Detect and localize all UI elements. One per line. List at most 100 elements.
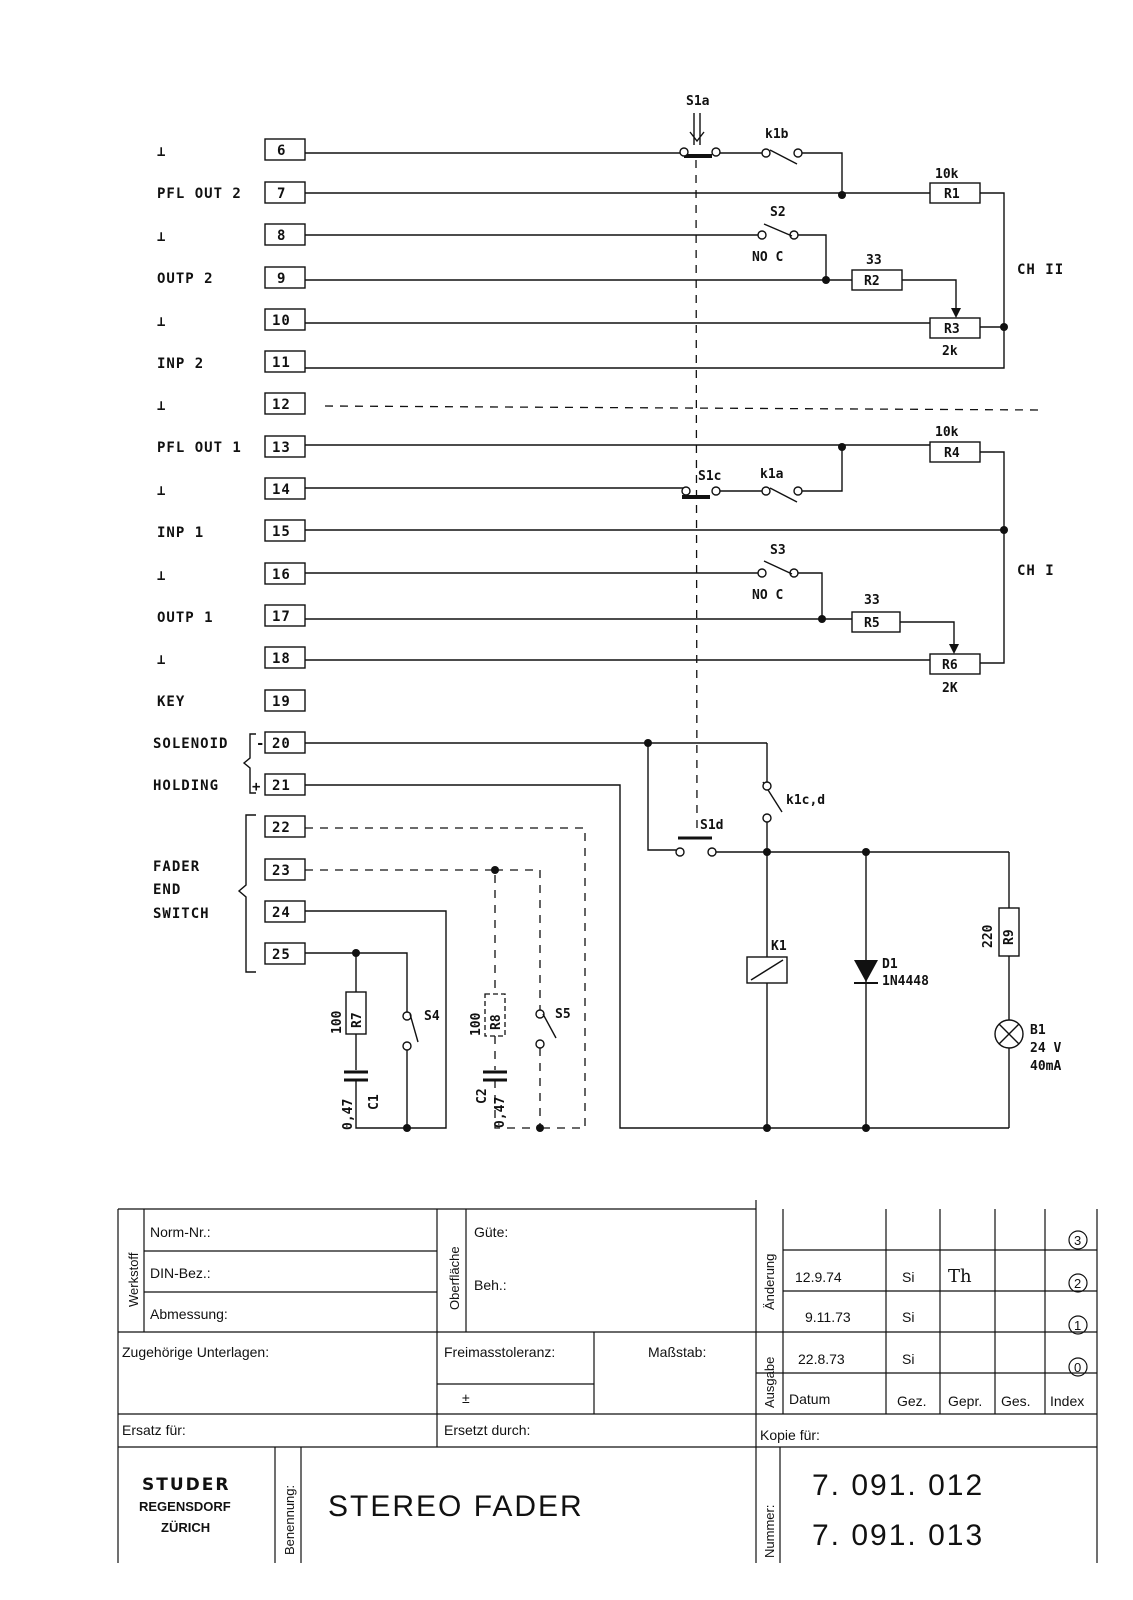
aenderung-label: Änderung (762, 1254, 777, 1310)
ersetzt-durch-label: Ersetzt durch: (444, 1422, 530, 1438)
r8-label: R8 (489, 1014, 504, 1030)
fader-brace (237, 814, 256, 973)
norm-label: Norm-Nr.: (150, 1224, 211, 1240)
terminal-label-7: PFL OUT 2 (157, 186, 242, 202)
s3-nc-label: NO C (752, 588, 783, 603)
terminal-num-15: 15 (272, 524, 291, 540)
r7-value: 100 (330, 1010, 345, 1034)
terminal-label-8: ⊥ (157, 229, 166, 245)
rev-0-gez: Si (902, 1351, 914, 1367)
k1-label: K1 (771, 939, 787, 954)
b1-current: 40mA (1030, 1059, 1061, 1074)
mechanical-link (695, 159, 698, 836)
fader-label-2: END (153, 882, 181, 898)
company-logo: STUDER (142, 1475, 230, 1495)
rev-2-gepr: Th (948, 1266, 972, 1287)
s4-label: S4 (424, 1009, 440, 1024)
ersatz-fuer-label: Ersatz für: (122, 1422, 186, 1438)
rev-0-index: 0 (1074, 1360, 1081, 1375)
company-city-1: REGENSDORF (139, 1499, 231, 1514)
terminal-num-9: 9 (277, 271, 286, 287)
k1cd-label: k1c,d (786, 793, 825, 808)
minus-sign: - (256, 736, 265, 752)
zugehoerige-label: Zugehörige Unterlagen: (122, 1344, 269, 1360)
terminal-strip: ⊥ PFL OUT 2 ⊥ OUTP 2 ⊥ INP 2 ⊥ PFL OUT 1… (153, 138, 306, 973)
freimass-label: Freimasstoleranz: (444, 1344, 555, 1360)
rev-2-date: 12.9.74 (795, 1269, 842, 1285)
terminal-num-13: 13 (272, 440, 291, 456)
werkstoff-label: Werkstoff (126, 1252, 141, 1307)
terminal-num-14: 14 (272, 482, 291, 498)
drawing-number-2: 7. 091. 013 (812, 1519, 984, 1552)
terminal-num-19: 19 (272, 694, 291, 710)
c2-value: 0,47 (493, 1097, 508, 1128)
title-block: Werkstoff Norm-Nr.: DIN-Bez.: Abmessung:… (117, 1200, 1098, 1563)
rev-1-date: 9.11.73 (805, 1309, 851, 1325)
plusminus-label: ± (462, 1390, 470, 1406)
guete-label: Güte: (474, 1224, 508, 1240)
d1-label: D1 (882, 957, 898, 972)
benennung-label: Benennung: (282, 1485, 297, 1555)
k1b-label: k1b (765, 127, 789, 142)
fader-label-3: SWITCH (153, 906, 210, 922)
b1-label: B1 (1030, 1023, 1046, 1038)
r4-value: 10k (935, 425, 959, 440)
r1-value: 10k (935, 167, 959, 182)
plus-sign: + (252, 779, 261, 795)
gez-header: Gez. (897, 1393, 927, 1409)
fader-switch-circuit: R7 100 C1 0,47 S4 R8 100 C2 0,47 S5 (305, 827, 586, 1132)
s2-nc-label: NO C (752, 250, 783, 265)
terminal-num-10: 10 (272, 313, 291, 329)
s1c-label: S1c (698, 469, 721, 484)
solenoid-brace (242, 733, 256, 794)
kopie-fuer-label: Kopie für: (760, 1427, 820, 1443)
terminal-label-20: SOLENOID (153, 736, 228, 752)
rev-1-gez: Si (902, 1309, 914, 1325)
channel-1-circuit: R4 10k S1c k1a CH I S3 NO C R5 33 (305, 425, 1055, 696)
r1-label: R1 (944, 187, 960, 202)
terminal-boxes (264, 138, 306, 965)
terminal-num-25: 25 (272, 947, 291, 963)
terminal-num-17: 17 (272, 609, 291, 625)
drawing-number-1: 7. 091. 012 (812, 1469, 984, 1502)
r7-label: R7 (350, 1012, 365, 1028)
rev-3-index: 3 (1074, 1233, 1081, 1248)
terminal-label-19: KEY (157, 694, 185, 710)
terminal-label-9: OUTP 2 (157, 271, 214, 287)
terminal-num-24: 24 (272, 905, 291, 921)
massstab-label: Maßstab: (648, 1344, 706, 1360)
rev-2-gez: Si (902, 1269, 914, 1285)
r2-value: 33 (866, 253, 882, 268)
terminal-num-22: 22 (272, 820, 291, 836)
c1-label: C1 (367, 1094, 382, 1110)
terminal-num-20: 20 (272, 736, 291, 752)
terminal-label-13: PFL OUT 1 (157, 440, 242, 456)
terminal-label-6: ⊥ (157, 144, 166, 160)
terminal-num-16: 16 (272, 567, 291, 583)
s1a-label: S1a (686, 94, 710, 109)
ausgabe-label: Ausgabe (762, 1357, 777, 1408)
nummer-label: Nummer: (762, 1505, 777, 1558)
k1a-label: k1a (760, 467, 784, 482)
channel-2-circuit: S1a k1b R1 10k S2 NO C R2 33 R3 (305, 94, 1063, 411)
c2-label: C2 (475, 1088, 490, 1104)
channel-1-label: CH I (1017, 563, 1055, 579)
index-circles (1068, 1230, 1088, 1377)
d1-value: 1N4448 (882, 974, 929, 989)
rev-0-date: 22.8.73 (798, 1351, 845, 1367)
terminal-label-11: INP 2 (157, 356, 204, 372)
terminal-label-16: ⊥ (157, 568, 166, 584)
terminal-num-11: 11 (272, 355, 291, 371)
s2-label: S2 (770, 205, 786, 220)
company-city-2: ZÜRICH (161, 1520, 210, 1535)
datum-header: Datum (789, 1391, 830, 1407)
c1-value: 0,47 (341, 1099, 356, 1130)
r9-label: R9 (1002, 929, 1017, 945)
ges-header: Ges. (1001, 1393, 1031, 1409)
terminal-num-6: 6 (277, 143, 286, 159)
beh-label: Beh.: (474, 1277, 507, 1293)
r9-value: 220 (981, 924, 996, 948)
rev-2-index: 2 (1074, 1276, 1081, 1291)
s3-label: S3 (770, 543, 786, 558)
terminal-num-21: 21 (272, 778, 291, 794)
